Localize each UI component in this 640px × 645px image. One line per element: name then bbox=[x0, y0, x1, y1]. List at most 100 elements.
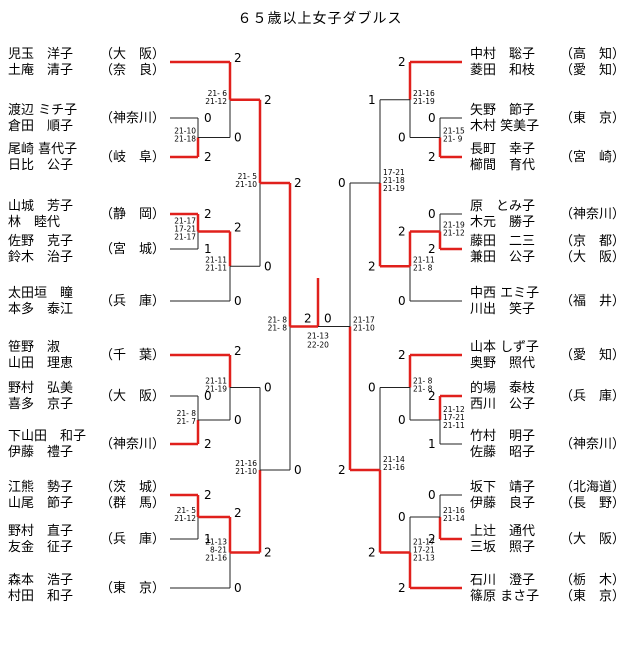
score: 2 bbox=[398, 348, 406, 362]
player-name: 矢野 節子 bbox=[470, 103, 535, 118]
game-scores: 21-10 bbox=[235, 467, 257, 476]
player-name: 中村 聡子 bbox=[470, 47, 535, 62]
score: 2 bbox=[368, 259, 376, 273]
player-name: 児玉 洋子 bbox=[8, 47, 73, 62]
player-name: 山本 しず子 bbox=[470, 340, 539, 355]
page-title: ６５歳以上女子ダブルス bbox=[237, 11, 403, 27]
player-name: 三坂 照子 bbox=[470, 540, 535, 555]
score: 0 bbox=[264, 259, 272, 273]
player-name: 日比 公子 bbox=[8, 158, 73, 173]
player-name: 櫛間 育代 bbox=[470, 157, 535, 173]
score: 2 bbox=[398, 225, 406, 239]
player-name: 下山田 和子 bbox=[8, 429, 86, 444]
score: 2 bbox=[294, 176, 302, 190]
score: 1 bbox=[204, 242, 212, 256]
player-name: 山城 芳子 bbox=[8, 199, 73, 214]
game-scores: 21-19 bbox=[413, 97, 435, 106]
game-scores: 21-16 bbox=[205, 554, 227, 563]
prefecture-label: （長 野） bbox=[560, 496, 625, 511]
player-name: 佐野 克子 bbox=[8, 234, 73, 249]
player-name: 木村 笑美子 bbox=[470, 118, 539, 134]
score: 0 bbox=[398, 131, 406, 145]
score: 0 bbox=[338, 176, 346, 190]
prefecture-label: （神奈川） bbox=[100, 437, 165, 452]
score: 0 bbox=[294, 463, 302, 477]
score: 2 bbox=[428, 150, 436, 164]
score: 0 bbox=[428, 207, 436, 221]
player-name: 友金 征子 bbox=[8, 539, 73, 555]
player-name: 篠原 まさ子 bbox=[470, 589, 539, 604]
player-name: 渡辺 ミチ子 bbox=[8, 102, 77, 118]
prefecture-label: （東 京） bbox=[100, 580, 165, 596]
prefecture-label: （京 都） bbox=[560, 234, 625, 249]
player-name: 太田垣 瞳 bbox=[8, 286, 73, 301]
player-name: 倉田 順子 bbox=[8, 119, 73, 134]
score: 2 bbox=[428, 532, 436, 546]
player-name: 江熊 勢子 bbox=[8, 479, 73, 495]
game-scores: 21-19 bbox=[383, 184, 405, 193]
game-scores: 21-17 bbox=[413, 538, 435, 547]
player-name: 中西 エミ子 bbox=[470, 286, 539, 301]
score: 0 bbox=[264, 381, 272, 395]
score: 2 bbox=[304, 312, 312, 326]
game-scores: 21-12 bbox=[443, 405, 465, 414]
game-scores: 17-21 bbox=[383, 168, 405, 177]
score: 2 bbox=[234, 51, 242, 65]
game-scores: 21-11 bbox=[205, 255, 227, 264]
prefecture-label: （大 阪） bbox=[100, 47, 165, 62]
score: 2 bbox=[264, 546, 272, 560]
game-scores: 21-17 bbox=[174, 233, 196, 242]
game-scores: 21- 8 bbox=[413, 385, 433, 394]
prefecture-label: （北海道） bbox=[560, 480, 625, 495]
player-name: 兼田 公子 bbox=[470, 250, 535, 265]
game-scores: 21-16 bbox=[443, 506, 465, 515]
player-name: 木元 勝子 bbox=[470, 215, 535, 230]
game-scores: 8-21 bbox=[210, 546, 227, 555]
score: 2 bbox=[398, 581, 406, 595]
game-scores: 21-10 bbox=[235, 180, 257, 189]
score: 2 bbox=[234, 221, 242, 235]
player-name: 長町 幸子 bbox=[470, 142, 535, 157]
score: 0 bbox=[234, 413, 242, 427]
player-name: 喜多 京子 bbox=[8, 396, 73, 412]
game-scores: 21-11 bbox=[205, 377, 227, 386]
player-name: 奥野 照代 bbox=[470, 356, 535, 371]
player-name: 原 とみ子 bbox=[470, 199, 535, 214]
game-scores: 21- 9 bbox=[443, 135, 463, 144]
player-name: 坂下 靖子 bbox=[470, 480, 535, 495]
game-scores: 21-19 bbox=[205, 385, 227, 394]
game-scores: 21-12 bbox=[443, 229, 465, 238]
game-scores: 21-14 bbox=[383, 455, 405, 464]
game-scores: 21-10 bbox=[174, 127, 196, 136]
prefecture-label: （群 馬） bbox=[100, 496, 165, 511]
prefecture-label: （高 知） bbox=[560, 46, 625, 62]
game-scores: 21- 5 bbox=[177, 506, 197, 515]
game-scores: 21-15 bbox=[443, 127, 465, 136]
game-scores: 21-17 bbox=[174, 217, 196, 226]
prefecture-label: （静 岡） bbox=[100, 207, 165, 222]
game-scores: 21- 8 bbox=[413, 377, 433, 386]
player-name: 森本 浩子 bbox=[8, 573, 73, 588]
score: 2 bbox=[428, 242, 436, 256]
game-scores: 21-16 bbox=[235, 459, 257, 468]
prefecture-label: （宮 城） bbox=[100, 241, 165, 257]
game-scores: 21-18 bbox=[383, 176, 405, 185]
score: 0 bbox=[204, 111, 212, 125]
player-name: 伊藤 良子 bbox=[470, 495, 535, 511]
game-scores: 17-21 bbox=[413, 546, 435, 555]
player-name: 土庵 清子 bbox=[8, 62, 73, 78]
prefecture-label: （茨 城） bbox=[100, 480, 165, 495]
game-scores: 21-16 bbox=[413, 89, 435, 98]
prefecture-label: （神奈川） bbox=[560, 437, 625, 452]
score: 0 bbox=[234, 581, 242, 595]
prefecture-label: （福 井） bbox=[560, 294, 625, 309]
score: 0 bbox=[234, 131, 242, 145]
player-name: 川出 笑子 bbox=[470, 301, 535, 317]
game-scores: 21-17 bbox=[353, 316, 375, 325]
player-name: 伊藤 禮子 bbox=[8, 445, 73, 460]
prefecture-label: （兵 庫） bbox=[100, 294, 165, 309]
game-scores: 21- 8 bbox=[268, 316, 288, 325]
score: 1 bbox=[428, 437, 436, 451]
prefecture-label: （栃 木） bbox=[560, 573, 625, 588]
